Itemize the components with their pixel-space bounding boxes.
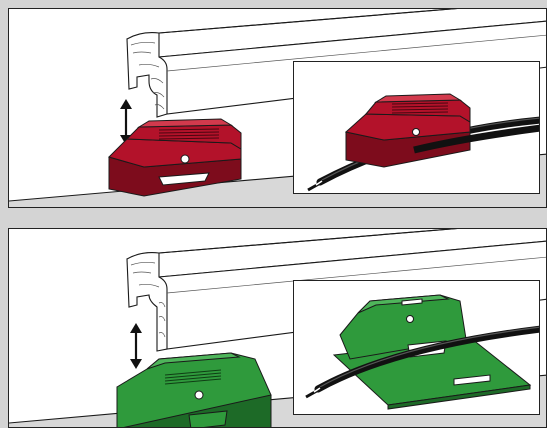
- inset-green-clip-with-cable: [293, 280, 540, 415]
- inset-red-clip-with-cable: [293, 61, 540, 194]
- cable-clip-green: [117, 353, 271, 428]
- up-down-arrow-icon: [130, 323, 142, 369]
- panel-red-clip: [8, 8, 547, 208]
- cable-clip-red-inset: [346, 94, 470, 167]
- panel-green-clip: [8, 228, 547, 428]
